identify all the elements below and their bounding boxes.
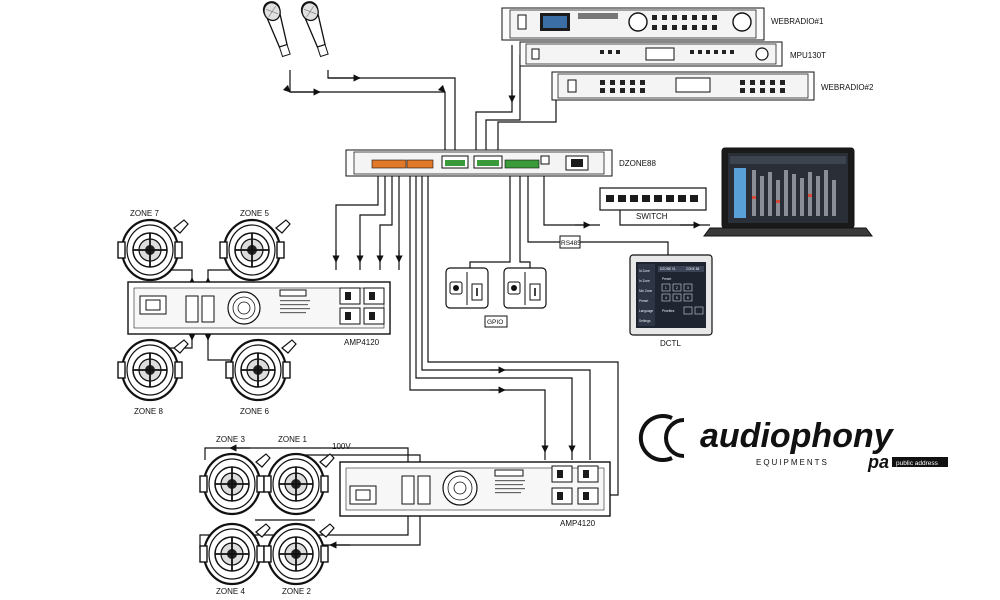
brand-tagline: EQUIPMENTS — [756, 458, 829, 467]
zone-label: ZONE 1 — [278, 435, 307, 444]
brand-badge-sub: public address — [896, 460, 939, 467]
speaker-icon — [262, 522, 336, 586]
zone-label: ZONE 4 — [216, 587, 245, 596]
brand-logo: audiophony EQUIPMENTS pa public address — [638, 414, 948, 472]
gpio-box — [484, 315, 508, 328]
network-switch — [599, 187, 707, 211]
speaker-icon — [116, 338, 190, 402]
amp4120-top — [127, 281, 391, 335]
webradio1-label: WEBRADIO#1 — [771, 17, 824, 26]
brand-name: audiophony — [700, 417, 895, 455]
dctl-menu-item: Language — [639, 309, 653, 313]
speaker-icon — [262, 452, 336, 516]
zone-label: ZONE 3 — [216, 435, 245, 444]
mpu130t-rack — [519, 41, 783, 67]
microphone-icon — [298, 0, 333, 59]
dctl-panel — [629, 254, 713, 336]
webradio2-label: WEBRADIO#2 — [821, 83, 874, 92]
laptop-icon — [703, 147, 873, 237]
webradio1-rack — [501, 7, 765, 41]
zone-label: ZONE 8 — [134, 407, 163, 416]
speaker-icon — [218, 218, 292, 282]
zone-label: ZONE 6 — [240, 407, 269, 416]
voltage-label: 100V — [332, 442, 351, 451]
gpio-switch-icon — [503, 267, 547, 309]
dctl-key: 6 — [687, 296, 689, 300]
dctl-menu-item: Id Zone — [639, 269, 650, 273]
speaker-icon — [198, 452, 272, 516]
dctl-key: 2 — [676, 286, 678, 290]
zone-label: ZONE 2 — [282, 587, 311, 596]
speaker-icon — [116, 218, 190, 282]
speaker-icon — [198, 522, 272, 586]
dctl-key: 1 — [665, 286, 667, 290]
dzone88-label: DZONE88 — [619, 159, 656, 168]
amp-top-label: AMP4120 — [344, 338, 380, 347]
dctl-label: DCTL — [660, 339, 681, 348]
amp4120-bottom — [339, 461, 611, 517]
zone-label: ZONE 7 — [130, 209, 159, 218]
dctl-menu-item: Settings — [639, 319, 651, 323]
dctl-key: 5 — [676, 296, 678, 300]
dzone88-rack — [345, 149, 613, 177]
rs485-box — [559, 235, 581, 249]
dctl-menu-item: Mix Zone — [639, 289, 652, 293]
rs485-label: RS485 — [561, 240, 581, 247]
speaker-icon — [224, 338, 298, 402]
dctl-footer: Priorities — [662, 309, 675, 313]
webradio2-rack — [551, 71, 815, 101]
microphone-icon — [260, 0, 295, 59]
dctl-key: 4 — [665, 296, 667, 300]
dctl-menu-item: Preset — [639, 299, 648, 303]
dctl-screen: Id Zone In Zone Mix Zone Preset Language… — [639, 267, 704, 323]
switch-label: SWITCH — [636, 212, 668, 221]
gpio-switch-icon — [445, 267, 489, 309]
dctl-section: Preset — [662, 277, 671, 281]
amp-bottom-label: AMP4120 — [560, 519, 596, 528]
brand-badge: pa — [867, 452, 889, 472]
dctl-header-right: ZONE 88 — [686, 267, 700, 271]
zone-label: ZONE 5 — [240, 209, 269, 218]
mpu130t-label: MPU130T — [790, 51, 826, 60]
dctl-header-left: DZONE 01 — [660, 267, 676, 271]
gpio-label: GPIO — [487, 319, 503, 326]
signal-wires — [160, 45, 710, 549]
dctl-key: 3 — [687, 286, 689, 290]
dctl-menu-item: In Zone — [639, 279, 650, 283]
